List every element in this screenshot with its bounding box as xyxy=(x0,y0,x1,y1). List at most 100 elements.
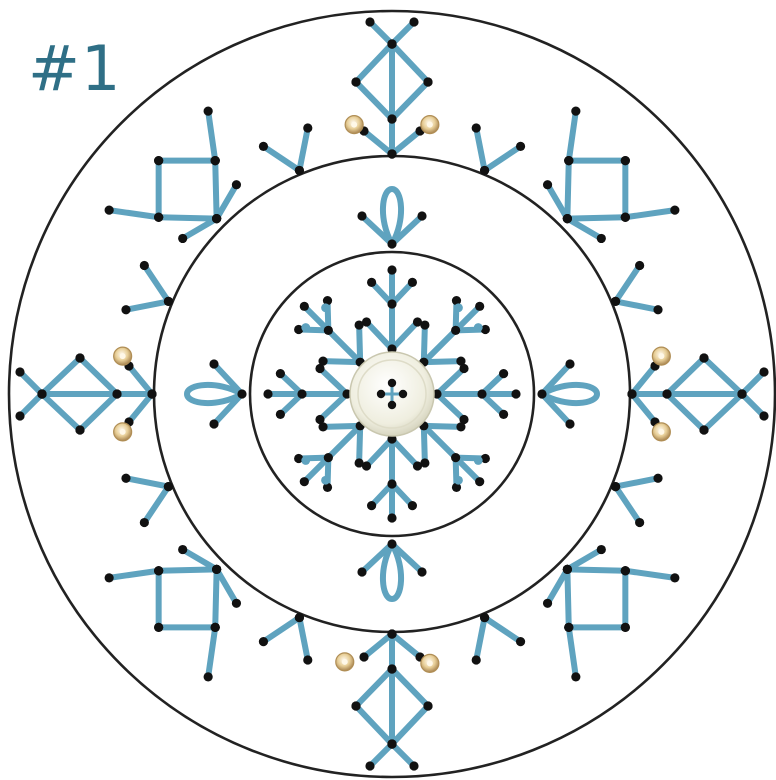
fork-arm xyxy=(126,301,168,309)
inner-branch xyxy=(367,322,393,349)
diamond-arm xyxy=(364,634,392,657)
needle-hole xyxy=(621,566,630,575)
needle-hole xyxy=(209,359,218,368)
fork-arm xyxy=(144,487,168,523)
needle-hole xyxy=(75,353,84,362)
needle-hole xyxy=(259,637,268,646)
diamond-tip xyxy=(392,744,414,766)
fork-arm xyxy=(299,128,307,170)
square-edge xyxy=(159,217,217,218)
needle-hole xyxy=(212,565,221,574)
diamond-arm xyxy=(392,634,420,657)
square-foot xyxy=(217,569,237,603)
accent-dot xyxy=(321,303,330,312)
needle-hole xyxy=(456,422,465,431)
diamond-edge xyxy=(704,358,742,394)
diamond-arm xyxy=(129,394,152,422)
square-edge xyxy=(567,217,625,218)
needle-hole xyxy=(409,17,418,26)
fork-arm xyxy=(263,618,299,642)
needle-hole xyxy=(423,701,432,710)
needle-hole xyxy=(318,357,327,366)
needle-hole xyxy=(263,389,272,398)
square-edge xyxy=(567,569,625,570)
fork-arm xyxy=(126,478,168,486)
needle-hole xyxy=(355,458,364,467)
needle-hole xyxy=(564,623,573,632)
needle-hole xyxy=(140,518,149,527)
needle-hole xyxy=(365,17,374,26)
accent-dot xyxy=(321,476,330,485)
square-foot xyxy=(183,550,217,570)
bead-hole xyxy=(120,429,126,435)
fork-arm xyxy=(485,146,521,170)
needle-hole xyxy=(357,211,366,220)
diamond-arm xyxy=(632,394,655,422)
needle-hole xyxy=(351,701,360,710)
needle-hole xyxy=(121,305,130,314)
needle-hole xyxy=(232,180,241,189)
accent-dot xyxy=(301,323,310,332)
accent-dot xyxy=(454,476,463,485)
needle-hole xyxy=(543,180,552,189)
needle-hole xyxy=(423,77,432,86)
needle-hole xyxy=(297,389,306,398)
needle-hole xyxy=(37,389,46,398)
needle-hole xyxy=(387,629,396,638)
needle-hole xyxy=(300,302,309,311)
needle-hole xyxy=(295,166,304,175)
bead-hole xyxy=(427,122,433,128)
needle-hole xyxy=(571,107,580,116)
needle-hole xyxy=(480,166,489,175)
needle-hole xyxy=(211,156,220,165)
diamond-edge xyxy=(704,394,742,430)
needle-hole xyxy=(276,410,285,419)
square-extension xyxy=(625,571,674,578)
needle-hole xyxy=(537,389,546,398)
needle-hole xyxy=(480,613,489,622)
needle-hole xyxy=(499,410,508,419)
square-edge xyxy=(567,569,568,627)
diamond-tip xyxy=(370,744,392,766)
diamond-edge xyxy=(80,358,117,394)
square-extension xyxy=(569,627,576,676)
needle-hole xyxy=(367,501,376,510)
diamond-edge xyxy=(42,394,80,430)
inner-branch xyxy=(323,426,360,427)
needle-hole xyxy=(635,261,644,270)
needle-hole xyxy=(621,213,630,222)
fork-arm xyxy=(616,301,658,309)
diamond-tip xyxy=(20,372,42,394)
needle-hole xyxy=(154,566,163,575)
diamond-tip xyxy=(392,22,414,44)
square-extension xyxy=(625,210,674,217)
needle-hole xyxy=(409,761,418,770)
needle-hole xyxy=(499,369,508,378)
needle-hole xyxy=(387,239,396,248)
needle-hole xyxy=(351,77,360,86)
needle-hole xyxy=(15,411,24,420)
needle-hole xyxy=(75,425,84,434)
needle-hole xyxy=(387,299,396,308)
diamond-edge xyxy=(356,669,392,706)
accent-dot xyxy=(474,323,483,332)
needle-hole xyxy=(147,389,156,398)
needle-hole xyxy=(178,234,187,243)
bead-hole xyxy=(427,660,433,666)
needle-hole xyxy=(357,567,366,576)
fork-arm xyxy=(485,618,521,642)
needle-hole xyxy=(627,389,636,398)
diamond-arm xyxy=(632,366,655,394)
needle-hole xyxy=(543,599,552,608)
needle-hole xyxy=(737,389,746,398)
square-edge xyxy=(215,569,216,627)
diamond-arm xyxy=(392,131,420,154)
needle-hole xyxy=(387,513,396,522)
inner-branch xyxy=(424,426,461,427)
square-edge xyxy=(215,161,216,219)
needle-hole xyxy=(204,672,213,681)
needle-hole xyxy=(417,567,426,576)
needle-hole xyxy=(154,156,163,165)
needle-hole xyxy=(563,214,572,223)
needle-hole xyxy=(563,565,572,574)
